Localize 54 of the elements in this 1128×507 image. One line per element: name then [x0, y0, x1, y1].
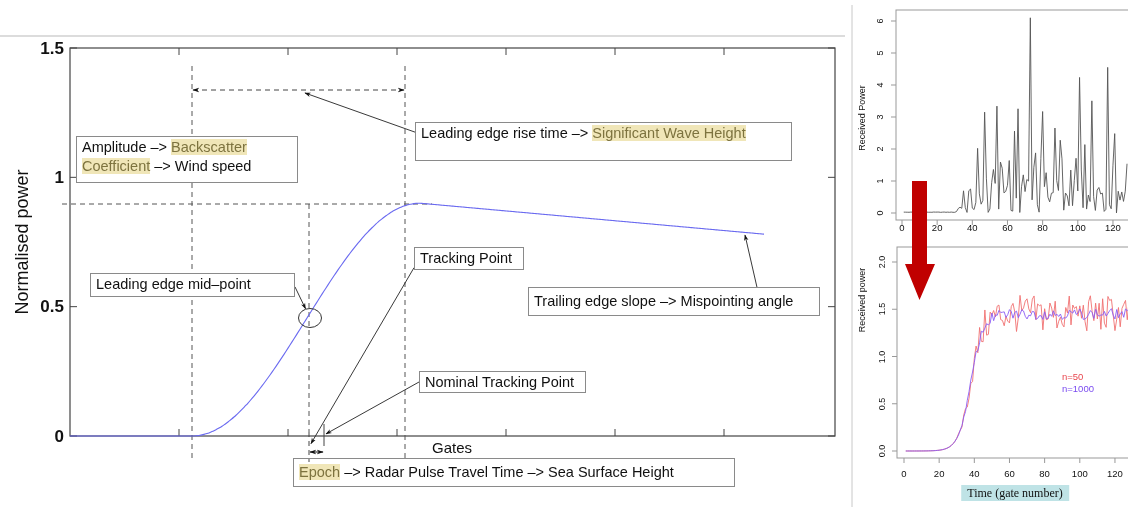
axis-tick-label: 40 — [969, 468, 980, 480]
axis-tick-label: 20 — [933, 468, 945, 480]
axis-tick-label: 1.5 — [40, 38, 64, 58]
axis-tick-label: 3 — [874, 114, 886, 120]
annotation-box — [90, 273, 295, 297]
axis-tick-label: 120 — [1107, 468, 1123, 480]
axis-tick-label: 0.5 — [40, 296, 64, 316]
annotation-text: Amplitude –> Backscatter Coefficient –> Wind speed — [81, 138, 253, 176]
axis-tick-label: 4 — [874, 82, 886, 88]
axis-tick-label: 80 — [1037, 222, 1048, 234]
axis-tick-label: 60 — [1004, 468, 1015, 480]
axis-tick-label: 120 — [1105, 222, 1121, 234]
axis-tick-label: 80 — [1039, 468, 1050, 480]
axis-tick-label: 0 — [874, 210, 886, 216]
axis-title: Time (gate number) — [961, 485, 1069, 501]
axis-tick-label: 0 — [54, 426, 64, 446]
axis-tick-label: 5 — [874, 50, 886, 56]
legend-text: n=50 — [1062, 371, 1084, 383]
axis-tick-label: 0 — [899, 222, 905, 234]
axis-title: Received power — [856, 267, 868, 333]
axis-tick-label: 1.5 — [876, 303, 888, 316]
annotation-text: Leading edge rise time –> Significant Wave Height — [420, 124, 747, 143]
annotation-text: Nominal Tracking Point — [424, 373, 576, 392]
marker-tick — [322, 424, 326, 446]
axis-tick-label: 0 — [901, 468, 907, 480]
axis-tick-label: 2.0 — [876, 255, 888, 269]
axis-title: Received Power — [856, 85, 868, 151]
guide-line — [307, 432, 311, 462]
annotation-box — [76, 136, 298, 183]
legend-text: n=1000 — [1062, 383, 1094, 395]
axis-tick-label: 40 — [967, 222, 978, 234]
axis-tick-label: 100 — [1071, 468, 1088, 480]
axis-tick-label: 6 — [874, 18, 886, 24]
axis-tick-label: 0.0 — [876, 444, 888, 458]
axis-title: Normalised power — [12, 169, 32, 315]
annotation-text: Trailing edge slope –> Mispointing angle — [533, 292, 795, 311]
axis-tick-label: 100 — [1069, 222, 1086, 234]
highlight-ellipse — [298, 308, 322, 328]
axis-tick-label: 60 — [1002, 222, 1013, 234]
axis-title: Gates — [432, 438, 472, 456]
annotation-text: Epoch –> Radar Pulse Travel Time –> Sea Surface Height — [298, 463, 675, 482]
annotation-box — [414, 247, 524, 270]
annotation-box — [293, 458, 735, 487]
axis-tick-label: 2 — [874, 146, 886, 152]
annotation-text: Tracking Point — [419, 249, 514, 268]
annotation-box — [528, 287, 820, 316]
axis-tick-label: 20 — [931, 222, 943, 234]
annotation-box — [419, 371, 586, 393]
axis-tick-label: 1.0 — [876, 350, 888, 363]
annotation-text: Leading edge mid–point — [95, 275, 252, 294]
axis-tick-label: 1 — [54, 167, 64, 187]
axis-tick-label: 0.5 — [876, 397, 888, 410]
annotation-box — [415, 122, 792, 161]
axis-tick-label: 1 — [874, 178, 886, 184]
